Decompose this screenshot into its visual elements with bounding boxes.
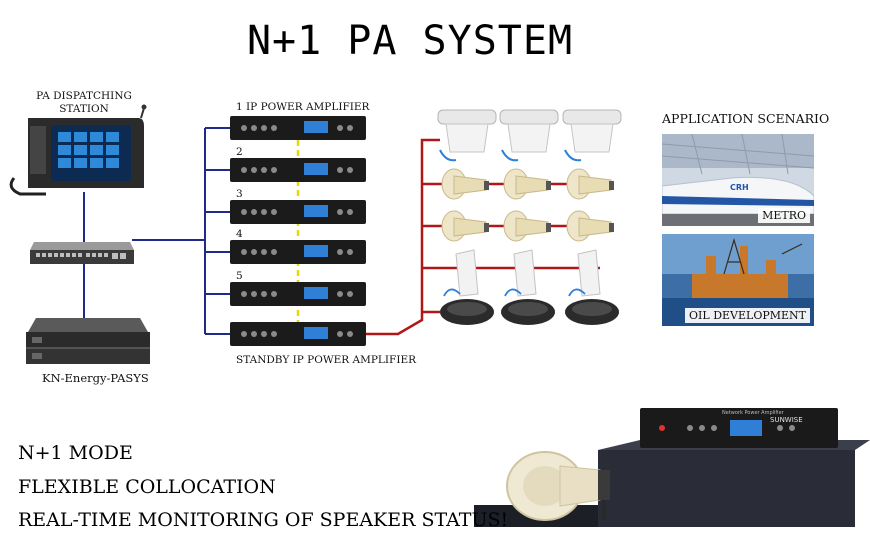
feature-mode: N+1 MODE [18, 442, 133, 464]
product-model-text: Network Power Amplifier [722, 410, 784, 416]
train-badge: CRH [730, 183, 749, 192]
ceiling-speaker-icon [437, 109, 622, 162]
product-showcase [474, 408, 870, 527]
feature-monitoring: REAL-TIME MONITORING OF SPEAKER STATUS! [18, 509, 509, 531]
amplifier-4-label: 4 [236, 228, 243, 240]
amplifier-rack [230, 116, 366, 346]
page-title: N+1 PA SYSTEM [246, 18, 574, 64]
amplifier-2-label: 2 [236, 146, 243, 158]
application-scenario-heading: APPLICATION SCENARIO [662, 111, 830, 126]
standby-amplifier-label: STANDBY IP POWER AMPLIFIER [236, 354, 417, 366]
pendant-speaker-icon [440, 288, 619, 325]
network-lines [83, 127, 230, 335]
dispatch-console [9, 104, 147, 196]
dispatching-station-label: PA DISPATCHING STATION [36, 90, 132, 115]
column-speaker-icon [455, 249, 601, 297]
amplifier-3-label: 3 [236, 188, 243, 200]
amplifier-5-label: 5 [236, 270, 243, 282]
oil-development-image: OIL DEVELOPMENT [662, 234, 814, 326]
feature-collocation: FLEXIBLE COLLOCATION [18, 476, 276, 498]
metro-caption: METRO [758, 208, 810, 223]
amplifier-1-label: 1 IP POWER AMPLIFIER [236, 101, 370, 113]
metro-image: CRH METRO [662, 134, 814, 226]
server-label: KN-Energy-PASYS [42, 371, 149, 385]
product-brand: SUNWISE [770, 416, 803, 424]
pa-server [26, 318, 150, 364]
horn-speaker-icon [441, 168, 614, 242]
network-switch [30, 242, 134, 264]
oil-development-caption: OIL DEVELOPMENT [685, 308, 810, 323]
